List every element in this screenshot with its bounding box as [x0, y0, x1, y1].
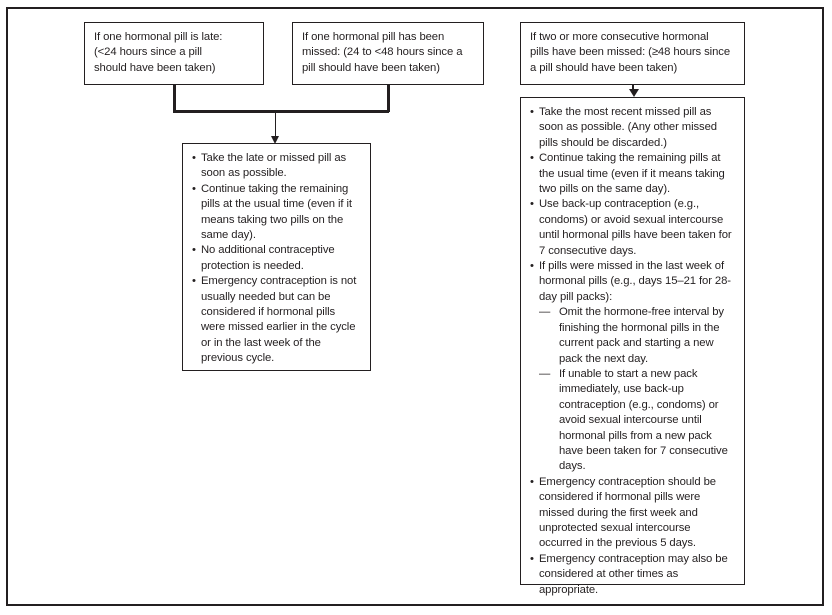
list-item: • Continue taking the remaining pills at … — [192, 182, 362, 244]
list-item-marker: • — [530, 152, 534, 165]
list-item-text: Omit the hormone-free interval by finish… — [559, 306, 724, 365]
list-item-text: Emergency contraception is not usually n… — [201, 275, 357, 365]
list-item-marker: • — [192, 275, 196, 288]
action-right-bullet-list: • Take the most recent missed pill as soo… — [530, 105, 736, 598]
list-item: • Emergency contraception is not usually … — [192, 274, 362, 366]
node-one-pill-missed-label: If one hormonal pill has been missed: (2… — [302, 31, 463, 74]
connector-line-late-vertical — [173, 85, 176, 112]
list-item-text: Emergency contraception should be consid… — [539, 475, 716, 550]
list-item: • If pills were missed in the last week o… — [530, 259, 736, 305]
list-item-marker: • — [192, 182, 196, 195]
list-item: • Use back-up contraception (e.g., condom… — [530, 197, 736, 259]
list-item-marker: — — [539, 306, 550, 319]
list-item-text: No additional contraceptive protection i… — [201, 244, 335, 272]
node-one-pill-missed: If one hormonal pill has been missed: (2… — [292, 22, 484, 85]
list-item: • Emergency contraception may also be con… — [530, 552, 736, 598]
list-item-marker: • — [192, 244, 196, 257]
node-action-left: • Take the late or missed pill as soon as… — [182, 143, 371, 371]
list-item: • Continue taking the remaining pills at … — [530, 151, 736, 197]
diagram-outer-border — [6, 7, 824, 606]
list-item-marker: • — [530, 475, 534, 488]
list-item-marker: • — [192, 152, 196, 164]
list-item-text: If pills were missed in the last week of… — [539, 260, 731, 303]
arrowhead-to-left-action — [271, 136, 279, 144]
list-item: • Emergency contraception should be consi… — [530, 475, 736, 552]
list-item: • Take the most recent missed pill as soo… — [530, 105, 736, 151]
node-two-or-more-pills-missed: If two or more consecutive hormonal pill… — [520, 22, 745, 85]
arrowhead-to-right-action — [628, 89, 639, 97]
node-action-right: • Take the most recent missed pill as soo… — [520, 97, 745, 596]
connector-line-horizontal-join — [173, 110, 389, 113]
list-item-text: If unable to start a new pack immediatel… — [559, 367, 728, 473]
list-item: — If unable to start a new pack immediate… — [530, 367, 736, 475]
list-item-text: Take the late or missed pill as soon as … — [201, 152, 347, 180]
list-item-marker: — — [539, 367, 550, 380]
action-left-bullet-list: • Take the late or missed pill as soon as… — [192, 151, 362, 367]
list-item-marker: • — [530, 198, 534, 211]
list-item: • No additional contraceptive protection … — [192, 243, 362, 274]
list-item-marker: • — [530, 552, 534, 565]
list-item-text: Continue taking the remaining pills at t… — [201, 182, 352, 242]
connector-line-missed-vertical — [387, 85, 390, 112]
list-item-text: Take the most recent missed pill as soon… — [539, 106, 717, 149]
list-item-text: Emergency contraception may also be cons… — [539, 552, 728, 596]
node-two-or-more-pills-missed-label: If two or more consecutive hormonal pill… — [530, 31, 731, 74]
node-one-pill-late-label: If one hormonal pill is late: (<24 hours… — [94, 31, 223, 74]
connector-line-drop-to-left-action — [275, 110, 277, 137]
list-item-text: Use back-up contraception (e.g., condoms… — [539, 198, 732, 257]
list-item: • Take the late or missed pill as soon as… — [192, 151, 362, 182]
list-item-text: Continue taking the remaining pills at t… — [539, 152, 725, 196]
list-item: — Omit the hormone-free interval by finis… — [530, 305, 736, 367]
list-item-marker: • — [530, 106, 534, 118]
node-one-pill-late: If one hormonal pill is late: (<24 hours… — [84, 22, 264, 85]
list-item-marker: • — [530, 260, 534, 273]
